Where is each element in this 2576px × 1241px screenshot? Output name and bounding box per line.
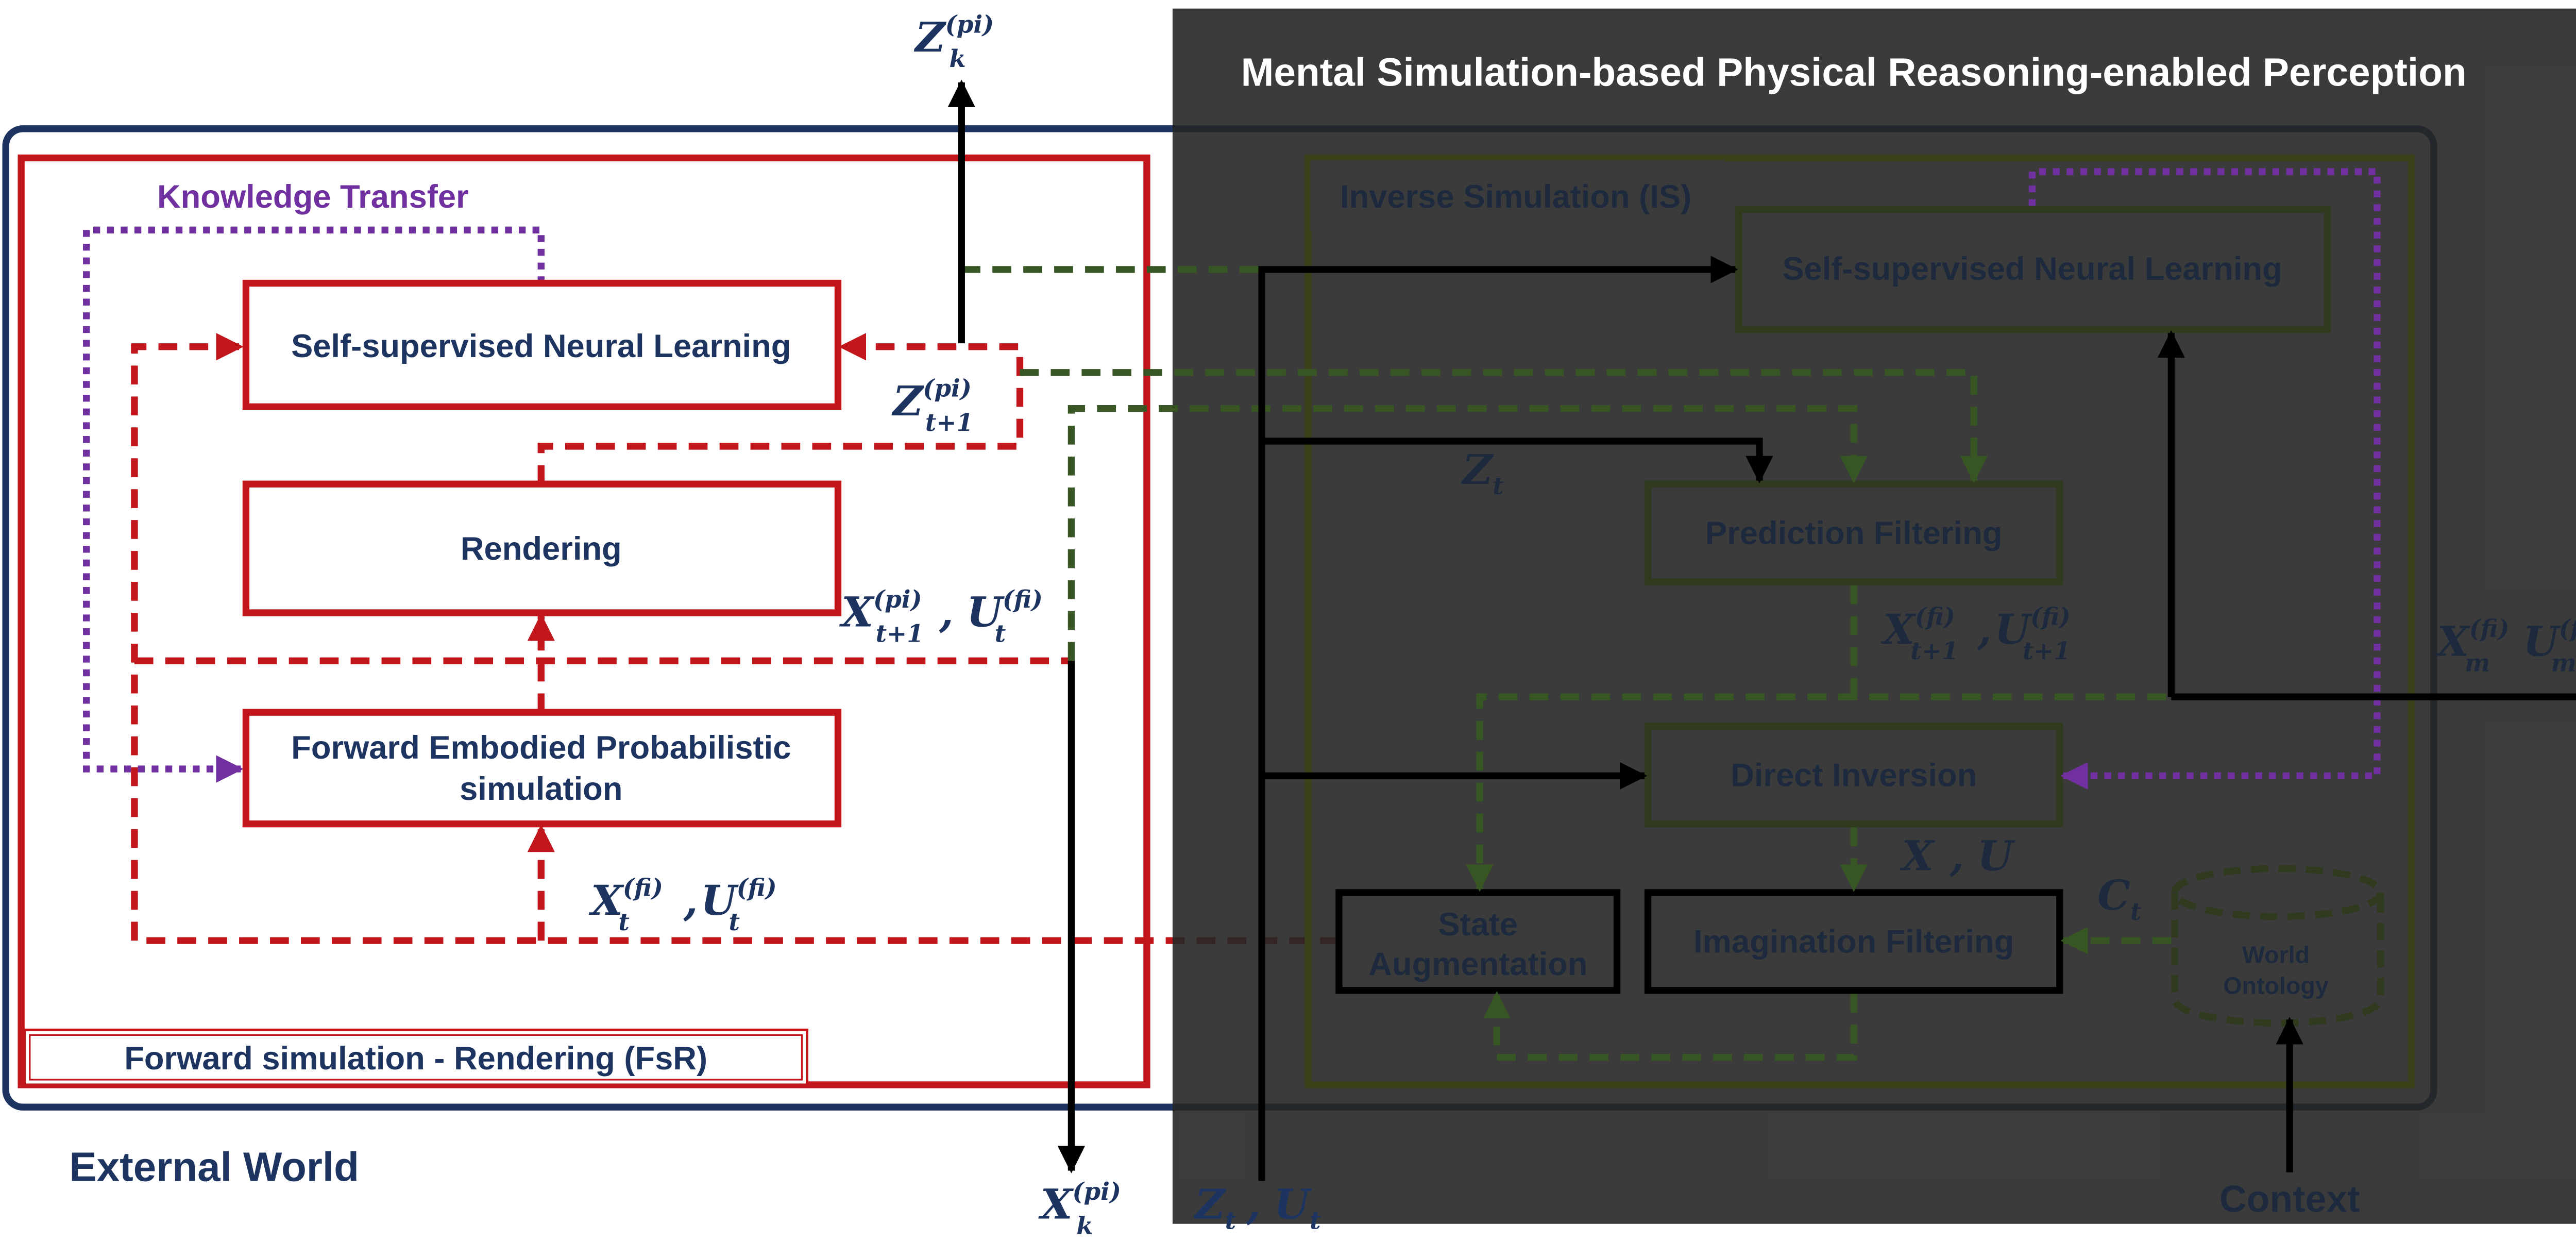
z-t-mid-label: Zt: [1461, 445, 1504, 500]
x-t1-fi-label: X(fi)t+1: [1880, 602, 1958, 665]
is-knowledge-transfer-arrow: [2028, 168, 2381, 790]
zt-to-prediction-arrow: [1262, 438, 1773, 483]
rendering-box: [242, 480, 842, 616]
is-neural-learning-label: Self-supervised Neural Learning: [1782, 251, 2282, 287]
imagination-to-state-aug-arrow: [1483, 991, 1857, 1061]
sep-4: ,: [1977, 605, 1992, 653]
is-section-label: Inverse Simulation (IS): [1340, 179, 1691, 215]
fsr-neural-learning-label: Self-supervised Neural Learning: [291, 328, 791, 364]
u-m-fi-label: U(fi)m: [2523, 614, 2576, 677]
prediction-filtering-label: Prediction Filtering: [1705, 515, 2002, 551]
x-t-fi-label: X(fi)t: [588, 874, 663, 936]
world-ontology-cylinder: [2171, 865, 2384, 1027]
state-augmentation-box: [1335, 889, 1621, 994]
u-plain-label: U: [1977, 832, 2015, 880]
state-augmentation-label-line2: Augmentation: [1368, 946, 1587, 982]
x-m-fi-label: X(fi)m: [2435, 614, 2510, 677]
u-t-fi-label-a: U(fi)t: [967, 585, 1043, 648]
x-plain-label: X: [1899, 832, 1935, 880]
direct-inversion-label: Direct Inversion: [1731, 757, 1977, 793]
knowledge-transfer-arrow: [83, 226, 545, 783]
is-neural-learning-box: [1735, 206, 2331, 333]
z-t1-pi-label: Z(pi)t+1: [891, 374, 973, 437]
x-t1-pi-label: X(pi)t+1: [839, 585, 924, 648]
xpi-to-prediction-arrow: [1067, 405, 1868, 661]
rendering-label: Rendering: [461, 531, 622, 567]
forward-sim-box: [242, 709, 842, 828]
sep-1: ,: [939, 588, 954, 636]
forward-sim-label-line1: Forward Embodied Probabilistic: [291, 730, 791, 766]
forward-sim-label-line2: simulation: [460, 771, 622, 807]
left-loop-to-learning-arrow: [131, 333, 244, 941]
context-label: Context: [2219, 1178, 2360, 1220]
zpi-to-prediction-arrow: [1020, 369, 1988, 483]
is-label-frame: [1310, 160, 1725, 231]
imagination-filtering-box: [1644, 889, 2063, 994]
external-world-label: External World: [69, 1144, 359, 1189]
state-augmentation-label-line1: State: [1438, 907, 1518, 943]
fsr-neural-learning-box: [242, 279, 842, 411]
direct-inversion-box: [1644, 723, 2063, 828]
fsr-section-label: Forward simulation - Rendering (FsR): [124, 1041, 707, 1077]
imagination-filtering-label: Imagination Filtering: [1693, 924, 2014, 960]
sep-5: ,: [1950, 832, 1964, 880]
mental-panel-title: Mental Simulation-based Physical Reasoni…: [1241, 51, 2467, 95]
z-k-pi-label: Z(pi)k: [913, 10, 994, 73]
c-t-label: Ct: [2097, 871, 2142, 926]
fsr-label-frame: [23, 1028, 809, 1086]
x-k-pi-label: X(pi)k: [1038, 1177, 1121, 1240]
prediction-to-state-aug-arrow: [1466, 693, 2166, 892]
prediction-filtering-box: [1644, 480, 2063, 585]
u-t1-fi-label: U(fi)t+1: [1994, 602, 2071, 665]
knowledge-transfer-label: Knowledge Transfer: [157, 179, 469, 215]
u-t-fi-label-b: U(fi)t: [701, 874, 777, 936]
sep-2: ,: [683, 876, 698, 925]
z-t-bottom-label: Zt: [1193, 1180, 1236, 1235]
u-t-bottom-label: Ut: [1274, 1180, 1321, 1235]
sep-3: ,: [1246, 1180, 1261, 1229]
zt-ut-input-line: [1258, 256, 1738, 1181]
is-frame: [1304, 154, 2415, 1088]
world-ontology-label-line1: World: [2242, 941, 2310, 968]
world-ontology-label-line2: Ontology: [2223, 972, 2329, 999]
